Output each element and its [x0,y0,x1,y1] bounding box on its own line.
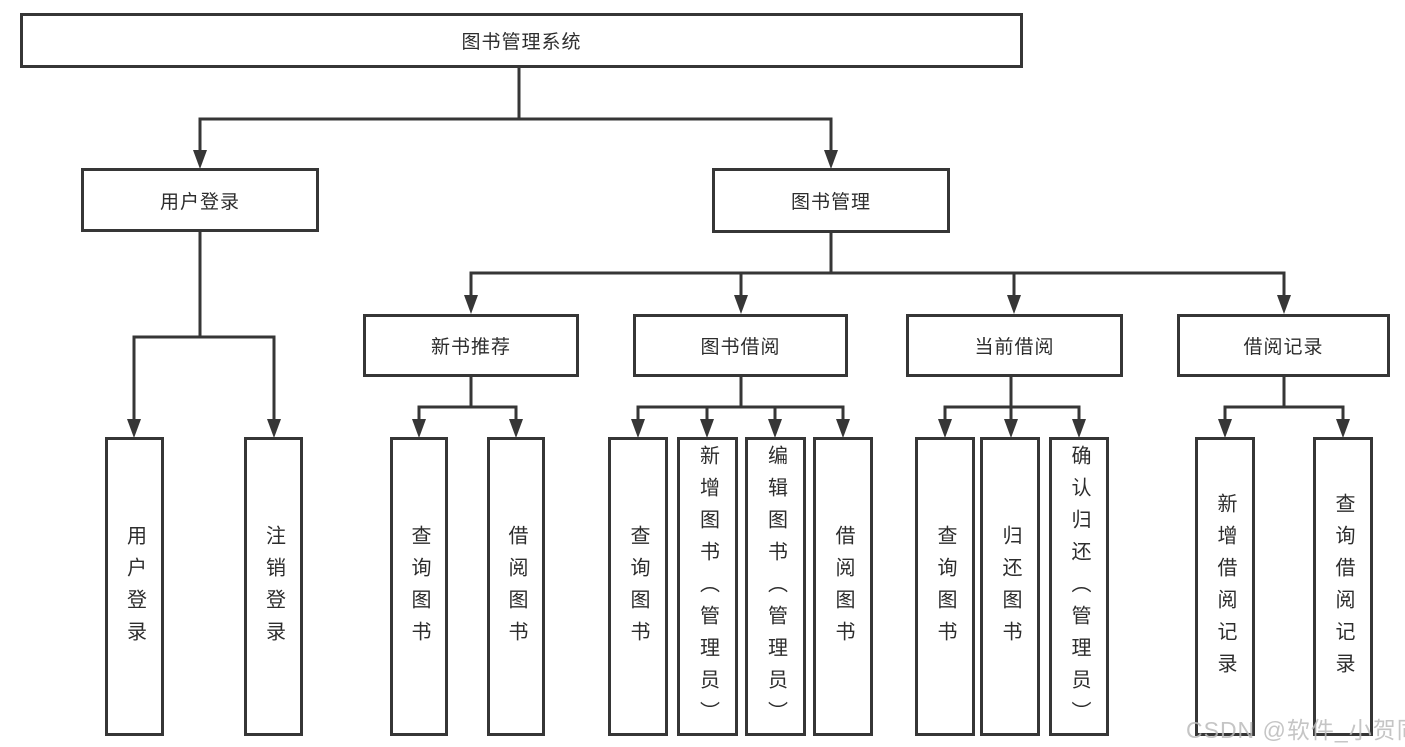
node-book-borrowing: 图书借阅 [633,314,848,377]
leaf-borrow-edit-books-admin: 编辑图书（管理员） [745,437,806,736]
leaf-current-confirm-return-admin: 确认归还（管理员） [1049,437,1109,736]
leaf-newbook-query-books: 查询图书 [390,437,448,736]
leaf-borrow-borrow-books: 借阅图书 [813,437,873,736]
leaf-current-return-books: 归还图书 [980,437,1040,736]
connector-root-branch [193,68,838,169]
leaf-records-add-record: 新增借阅记录 [1195,437,1255,736]
leaf-logout: 注销登录 [244,437,303,736]
leaf-newbook-borrow-books: 借阅图书 [487,437,545,736]
leaf-records-query-record: 查询借阅记录 [1313,437,1373,736]
node-borrow-records: 借阅记录 [1177,314,1390,377]
leaf-borrow-query-books: 查询图书 [608,437,668,736]
connector-user-login-branch [127,232,281,438]
connector-book-management-branch [464,233,1291,314]
node-current-borrowing: 当前借阅 [906,314,1123,377]
leaf-borrow-add-books-admin: 新增图书（管理员） [677,437,738,736]
csdn-watermark: CSDN @软件_小贺同学 [1186,717,1405,743]
leaf-current-query-books: 查询图书 [915,437,975,736]
node-book-management: 图书管理 [712,168,950,233]
connector-current-borrow-branch [938,377,1086,438]
node-user-login: 用户登录 [81,168,319,232]
connector-book-borrow-branch [631,377,850,438]
node-system-root: 图书管理系统 [20,13,1023,68]
leaf-user-login: 用户登录 [105,437,164,736]
connector-records-branch [1218,377,1350,438]
connector-new-book-branch [412,377,523,438]
node-new-book-recommend: 新书推荐 [363,314,579,377]
